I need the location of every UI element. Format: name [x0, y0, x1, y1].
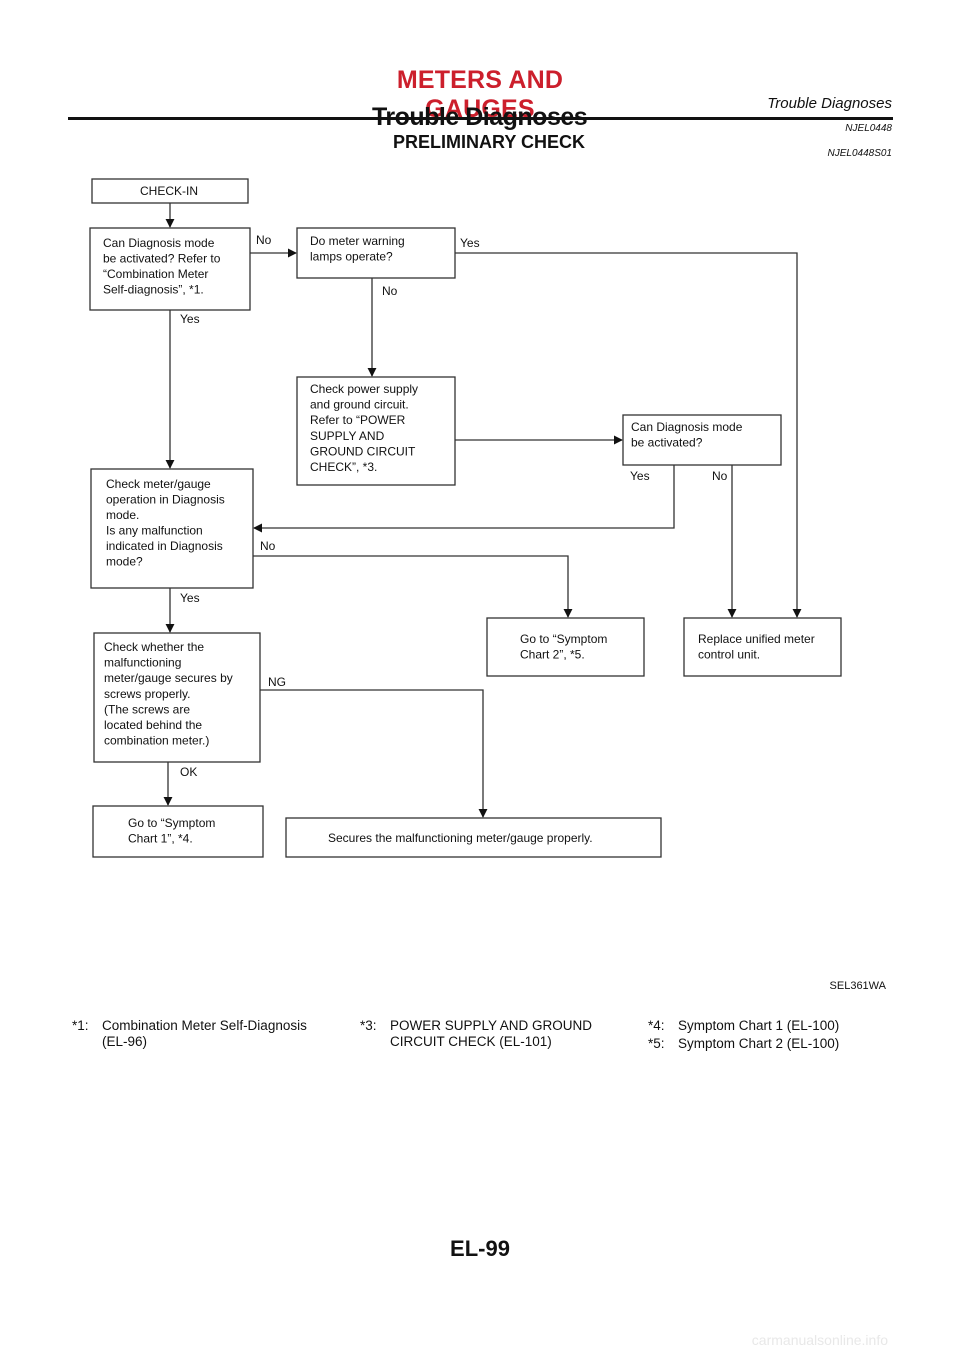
box-text-replace: control unit.	[698, 648, 760, 662]
label-yes-2: Yes	[460, 236, 480, 250]
label-yes-4: Yes	[180, 591, 200, 605]
box-text-screws: Check whether the	[104, 640, 204, 654]
box-text-check-meter: mode.	[106, 508, 139, 522]
box-text-power: GROUND CIRCUIT	[310, 444, 416, 458]
page-heading: PRELIMINARY CHECK	[393, 132, 586, 152]
label-yes-1: Yes	[180, 312, 200, 326]
box-text-chart1: Chart 1”, *4.	[128, 832, 193, 846]
footnote-text: Symptom Chart 2 (EL-100)	[678, 1036, 840, 1051]
label-no-4: No	[260, 539, 276, 553]
footnote-key: *5:	[648, 1036, 665, 1051]
box-screws	[93, 632, 261, 763]
box-text-screws: malfunctioning	[104, 656, 181, 670]
box-text-power: CHECK”, *3.	[310, 460, 377, 474]
footnote-3: *3: POWER SUPPLY AND GROUND CIRCUIT CHECK…	[360, 1018, 592, 1050]
box-text-chart2: Go to “Symptom	[520, 632, 607, 646]
footnote-key: *4:	[648, 1018, 665, 1033]
box-text-power: Check power supply	[310, 382, 418, 396]
box-text-power: Refer to “POWER	[310, 413, 406, 427]
header-rule	[68, 117, 893, 120]
box-text-check-meter: Is any malfunction	[106, 524, 203, 538]
section-title: METERS AND GAUGES	[396, 66, 564, 123]
box-text-chart2: Chart 2”, *5.	[520, 648, 585, 662]
arrow-yes-to-check-meter-2	[253, 465, 675, 533]
ref-code-2: NJEL0448S01	[827, 148, 893, 159]
footnote-5: *5: Symptom Chart 2 (EL-100)	[648, 1036, 839, 1052]
footnote-text: (EL-96)	[102, 1034, 148, 1049]
arrow-yes-to-replace	[455, 252, 802, 618]
flow-labels: No Yes Yes No Yes No No Yes NG OK	[180, 233, 728, 779]
label-no-1: No	[256, 233, 272, 247]
box-text-screws: combination meter.)	[104, 734, 209, 748]
box-text-warning: lamps operate?	[310, 250, 393, 264]
page-number: EL-99	[450, 1236, 510, 1261]
footnote-key: *3:	[360, 1018, 377, 1033]
flow-connectors	[163, 203, 802, 818]
label-yes-3: Yes	[630, 469, 650, 483]
box-text-can-diag2: be activated?	[631, 436, 703, 450]
box-text-can-diag2: Can Diagnosis mode	[631, 420, 743, 434]
box-text-checkin: CHECK-IN	[140, 184, 198, 198]
label-no-3: No	[712, 469, 728, 483]
footnote-text: Combination Meter Self-Diagnosis	[102, 1018, 307, 1033]
label-ok: OK	[180, 765, 197, 779]
box-text-can-diag: “Combination Meter	[103, 267, 208, 281]
figure-code: SEL361WA	[829, 980, 886, 992]
subsection-header: Trouble Diagnoses	[767, 95, 892, 112]
box-chart1	[92, 805, 264, 858]
footnote-text: CIRCUIT CHECK (EL-101)	[390, 1034, 552, 1049]
box-text-check-meter: indicated in Diagnosis	[106, 539, 223, 553]
label-ng: NG	[268, 675, 286, 689]
arrow-no-to-chart2	[253, 555, 573, 618]
box-text-replace: Replace unified meter	[698, 632, 815, 646]
footnote-4: *4: Symptom Chart 1 (EL-100)	[648, 1018, 839, 1034]
box-text-power: and ground circuit.	[310, 398, 409, 412]
box-text-power: SUPPLY AND	[310, 429, 385, 443]
footnote-text: POWER SUPPLY AND GROUND	[390, 1018, 593, 1033]
box-can-diag2	[622, 414, 782, 466]
watermark: carmanualsonline.info	[751, 1332, 888, 1348]
box-secures	[285, 817, 662, 858]
box-text-screws: located behind the	[104, 718, 202, 732]
box-replace	[683, 617, 842, 677]
footnote-text: Symptom Chart 1 (EL-100)	[678, 1018, 840, 1033]
box-text-check-meter: mode?	[106, 555, 143, 569]
box-text-check-meter: operation in Diagnosis	[106, 493, 225, 507]
ref-code-1: NJEL0448	[845, 123, 892, 134]
footnote-1: *1: Combination Meter Self-Diagnosis (EL-…	[72, 1018, 307, 1050]
box-text-can-diag: Self-diagnosis”, *1.	[103, 283, 204, 297]
box-text-screws: meter/gauge secures by	[104, 671, 233, 685]
box-text-screws: (The screws are	[104, 702, 190, 716]
label-no-2: No	[382, 284, 398, 298]
box-text-can-diag: be activated? Refer to	[103, 252, 221, 266]
flowchart: CHECK-IN Can Diagnosis mode be activated? …	[89, 178, 842, 858]
box-text-check-meter: Check meter/gauge	[106, 477, 211, 491]
arrow-ng-to-secures	[260, 689, 488, 818]
box-text-secures: Secures the malfunctioning meter/gauge p…	[328, 831, 593, 845]
box-text-chart1: Go to “Symptom	[128, 816, 215, 830]
box-chart2	[486, 617, 645, 677]
footnote-key: *1:	[72, 1018, 89, 1033]
box-texts: CHECK-IN Can Diagnosis mode be activated? …	[103, 184, 815, 846]
box-power	[296, 376, 456, 486]
box-text-screws: screws properly.	[104, 687, 190, 701]
box-text-can-diag: Can Diagnosis mode	[103, 236, 215, 250]
box-check-meter	[90, 468, 254, 589]
box-text-warning: Do meter warning	[310, 234, 405, 248]
